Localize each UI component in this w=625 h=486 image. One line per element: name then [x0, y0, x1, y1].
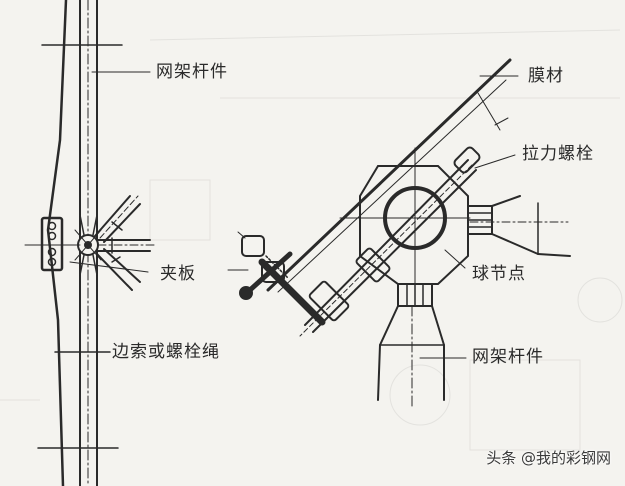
ball-joint: [339, 147, 471, 301]
watermark: 头条 @我的彩钢网: [486, 449, 611, 467]
right-vertical-member: [377, 283, 467, 409]
label-frame-member-left: 网架杆件: [156, 62, 228, 82]
label-frame-member-right: 网架杆件: [472, 347, 544, 367]
label-ball-joint: 球节点: [472, 264, 526, 284]
angle-bracket-clamp: [227, 231, 326, 326]
label-membrane: 膜材: [528, 66, 564, 86]
left-node-assembly: [24, 195, 156, 353]
label-tension-bolt: 拉力螺栓: [522, 144, 594, 164]
membrane-line: [266, 58, 519, 293]
label-clamp-plate: 夹板: [160, 264, 196, 284]
label-edge-cable: 边索或螺栓绳: [112, 342, 220, 362]
tension-bolt: [299, 146, 516, 337]
right-horizontal-member: [467, 195, 571, 257]
